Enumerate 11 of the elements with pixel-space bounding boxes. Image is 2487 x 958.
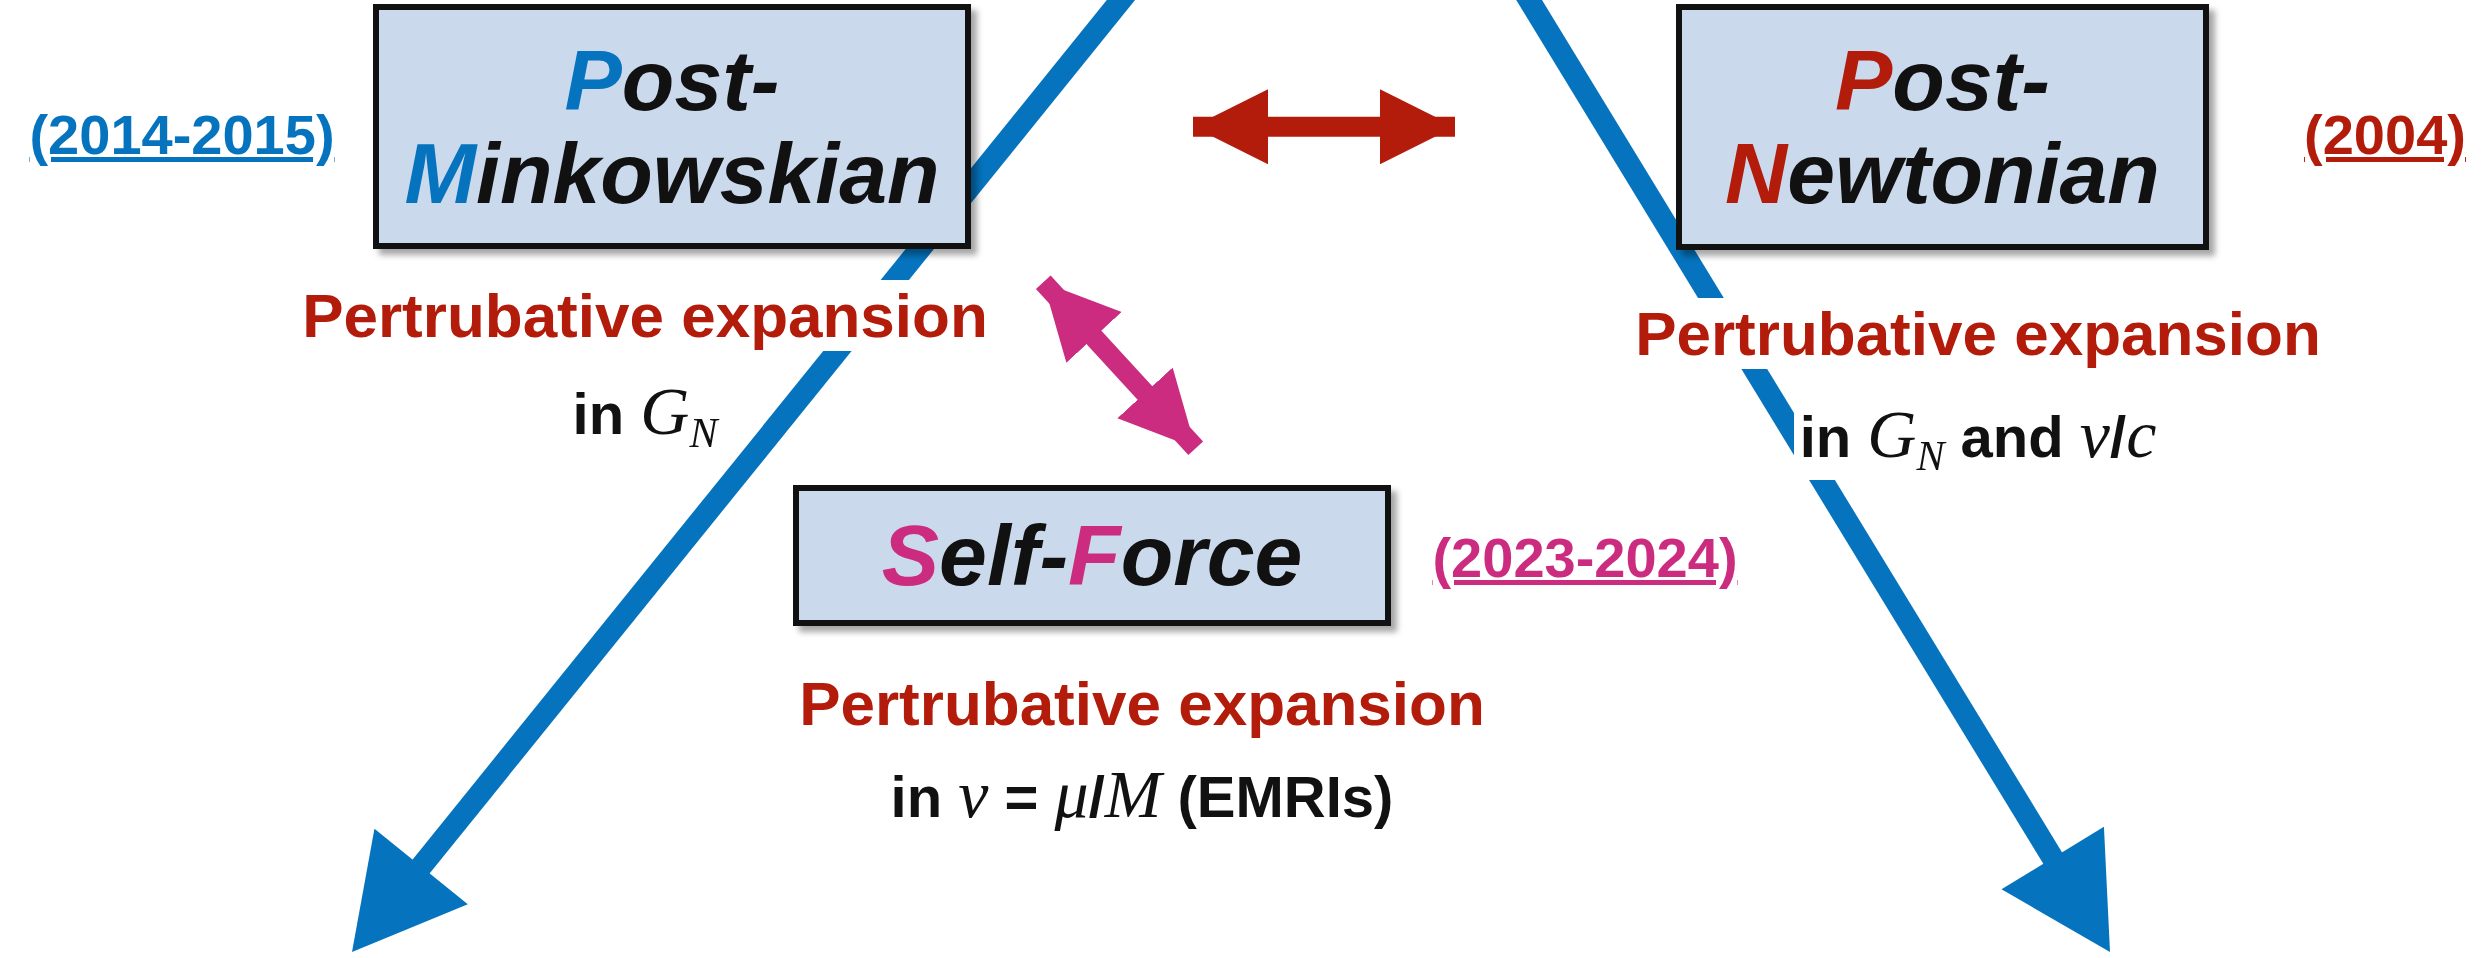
method-box [1676,4,2209,250]
method-box [373,4,971,249]
year-link: (2004) [2304,102,2466,167]
box-title: Post- Newtonian [1725,34,2160,220]
year-link: (2014-2015) [29,102,335,167]
box-title: Self-Force [881,509,1303,602]
box-title: Post- Minkowskian [404,33,940,220]
double-arrow [1035,275,1204,455]
year-link: (2023-2024) [1432,525,1738,590]
double-arrow [1193,89,1455,165]
method-box [793,485,1391,626]
